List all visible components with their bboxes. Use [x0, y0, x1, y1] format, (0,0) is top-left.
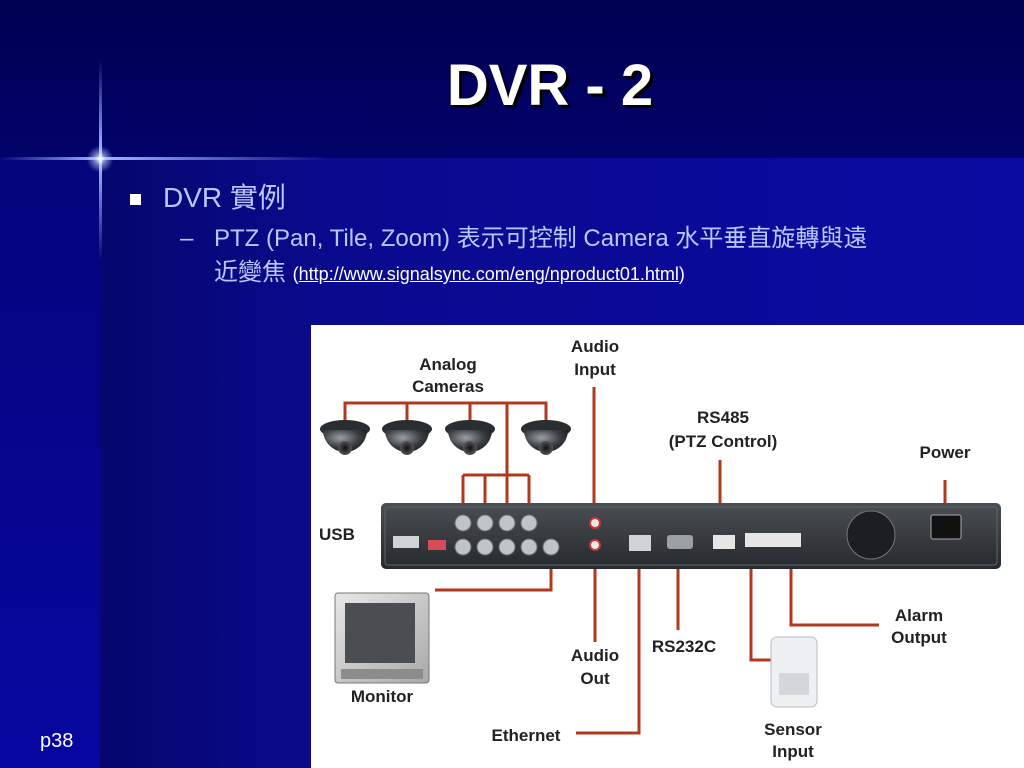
usb-port: [393, 536, 419, 548]
dvr-connection-diagram: Analog Cameras Audio Input RS485 (PTZ Co…: [311, 325, 1024, 768]
paren-open: (: [292, 264, 299, 284]
dome-camera-icon: [320, 420, 370, 455]
rs485-terminal: [713, 535, 735, 549]
bullet-level-2-line-2: 近變焦 (http://www.signalsync.com/eng/nprod…: [214, 256, 1000, 291]
bnc-connectors: [454, 514, 560, 556]
audio-out-label-2: Out: [580, 669, 610, 688]
dip-switch: [428, 540, 446, 550]
dash-bullet: –: [180, 225, 194, 252]
light-flare-horizontal: [0, 157, 330, 160]
rs485-label-2: (PTZ Control): [669, 432, 778, 451]
bullet-level-2-prefix: 近變焦: [214, 259, 293, 286]
diagram-labels: Analog Cameras Audio Input RS485 (PTZ Co…: [319, 337, 971, 761]
dome-camera-icon: [445, 420, 495, 455]
header-band: [0, 0, 1024, 158]
sensor-label-2: Input: [772, 742, 814, 761]
dvr-device-icon: [381, 503, 1001, 569]
bullet-level-2-line-1: PTZ (Pan, Tile, Zoom) 表示可控制 Camera 水平垂直旋…: [214, 225, 868, 252]
ethernet-cable: [576, 557, 641, 735]
audio-input-label-1: Audio: [571, 337, 619, 356]
slide-title: DVR - 2: [446, 53, 654, 118]
analog-label-1: Analog: [419, 355, 477, 374]
sensor-label-1: Sensor: [764, 720, 822, 739]
bullet-level-1-text: DVR 實例: [163, 182, 286, 213]
alarm-cable: [789, 557, 879, 627]
light-flare-glow: [86, 146, 114, 172]
camera-bus-cable: [343, 401, 548, 428]
page-number: p38: [40, 730, 74, 752]
product-link[interactable]: http://www.signalsync.com/eng/nproduct01…: [298, 264, 679, 284]
rs485-label-1: RS485: [697, 408, 749, 427]
alarm-label-2: Output: [891, 628, 947, 647]
audio-input-label-2: Input: [574, 360, 616, 379]
monitor-icon: [334, 592, 430, 684]
analog-label-2: Cameras: [412, 377, 484, 396]
rs232c-label: RS232C: [652, 637, 716, 656]
usb-label: USB: [319, 525, 355, 544]
camera-bnc-drops: [461, 475, 531, 515]
rs232c-port: [667, 535, 693, 549]
audio-out-jack: [589, 539, 601, 551]
alarm-terminal: [745, 533, 801, 547]
audio-out-label-1: Audio: [571, 646, 619, 665]
square-bullet-icon: [130, 194, 141, 206]
dome-camera-icon: [521, 420, 571, 455]
ethernet-label: Ethernet: [492, 726, 561, 745]
sensor-cable: [749, 557, 771, 662]
audio-in-jack: [589, 517, 601, 529]
ethernet-port: [629, 535, 651, 551]
paren-close: ): [678, 264, 685, 284]
power-socket: [930, 514, 962, 540]
dvr-diagram-svg: Analog Cameras Audio Input RS485 (PTZ Co…: [319, 337, 1001, 761]
left-band: [0, 158, 100, 768]
bullet-level-1: DVR 實例: [130, 176, 286, 216]
power-label: Power: [919, 443, 970, 462]
dome-camera-icon: [382, 420, 432, 455]
bullet-level-2: – PTZ (Pan, Tile, Zoom) 表示可控制 Camera 水平垂…: [180, 222, 1000, 291]
sensor-icon: [770, 636, 818, 708]
monitor-label: Monitor: [351, 687, 414, 706]
fan-icon: [846, 510, 896, 560]
cable-lines: [343, 387, 947, 735]
alarm-label-1: Alarm: [895, 606, 943, 625]
